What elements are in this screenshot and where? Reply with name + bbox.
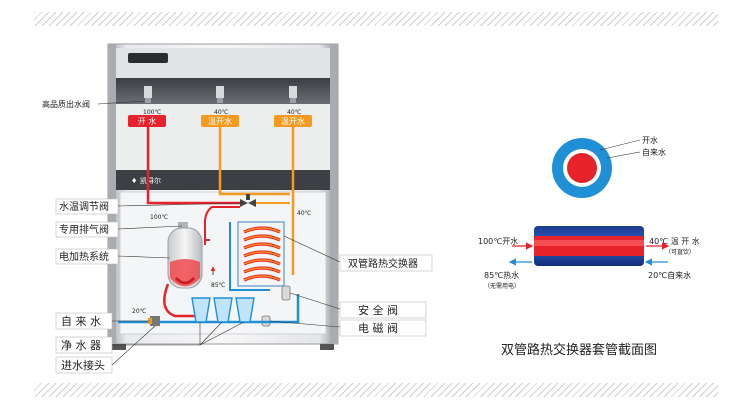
tap-1 bbox=[144, 86, 152, 103]
heat-exchanger-coil bbox=[237, 221, 285, 287]
label-heat-exchanger: 双管路热交换器 bbox=[348, 257, 418, 270]
exch-hot-water: 85℃热水 bbox=[484, 270, 519, 280]
heater-return-pipe bbox=[163, 283, 200, 318]
label-inlet-joint: 进水接头 bbox=[61, 359, 105, 372]
hot-pipe bbox=[146, 127, 240, 205]
tap-1-badge bbox=[128, 115, 166, 127]
temp-100-inside: 100℃ bbox=[150, 214, 168, 221]
label-safety-valve: 安 全 阀 bbox=[358, 303, 398, 317]
warm-pipe-1 bbox=[218, 127, 290, 196]
tap-2-temp: 40℃ bbox=[214, 109, 229, 116]
label-tap-water: 自 来 水 bbox=[61, 315, 101, 328]
temp-85-inside: 85℃ bbox=[211, 282, 226, 289]
tap-3-label: 温开水 bbox=[281, 116, 305, 126]
exch-in-boiled: 100℃开水 bbox=[478, 236, 518, 246]
tap-2 bbox=[216, 86, 224, 103]
label-temp-valve: 水温调节阀 bbox=[59, 200, 109, 213]
label-outlet-valve: 高品质出水阀 bbox=[42, 99, 90, 109]
exch-hot-water-note: （无需用电） bbox=[484, 282, 520, 290]
tap-3 bbox=[289, 86, 297, 103]
temp-40-inside: 40℃ bbox=[297, 210, 312, 217]
left-callouts: 高品质出水阀 水温调节阀 专用排气阀 电加热系统 自 来 水 净 水 器 进水接… bbox=[42, 99, 245, 374]
exch-tap-in: 20℃自来水 bbox=[648, 270, 691, 280]
bottom-decor-stripe bbox=[34, 383, 718, 397]
hot-pipe-branch bbox=[204, 206, 240, 223]
temp-20-inside: 20℃ bbox=[132, 308, 147, 315]
heating-tank bbox=[167, 222, 203, 289]
label-purifier: 净 水 器 bbox=[61, 338, 101, 352]
drip-tray bbox=[116, 170, 330, 190]
tap-1-label: 开 水 bbox=[138, 116, 157, 126]
tap-3-temp: 40℃ bbox=[287, 109, 302, 116]
cold-pipe-to-exchanger bbox=[229, 222, 270, 291]
control-panel bbox=[128, 53, 168, 63]
cross-label-boiled: 开水 bbox=[642, 135, 658, 145]
top-decor-stripe bbox=[34, 12, 718, 26]
label-electric-heating: 电加热系统 bbox=[59, 250, 109, 263]
exch-out-warm-note: （可直饮） bbox=[665, 248, 695, 256]
tap-2-badge bbox=[201, 115, 239, 127]
safety-valve bbox=[281, 285, 291, 301]
drop-icon: ♦ bbox=[131, 177, 137, 185]
label-exhaust-valve: 专用排气阀 bbox=[59, 223, 109, 236]
exch-out-warm: 40℃ 温 开 水 bbox=[649, 236, 700, 246]
tap-1-temp: 100℃ bbox=[143, 109, 161, 116]
tap-3-badge bbox=[274, 115, 312, 127]
diagram-caption: 双管路热交换器套管截面图 bbox=[501, 342, 657, 358]
water-inlet-pipe bbox=[118, 294, 300, 324]
tap-2-label: 温开水 bbox=[208, 116, 232, 126]
exchanger-longitudinal: 100℃开水 40℃ 温 开 水 （可直饮） 85℃热水 （无需用电） 20℃自… bbox=[478, 226, 700, 290]
pipe-cross-section: 开水 自来水 bbox=[552, 135, 666, 198]
purifier-filters bbox=[191, 297, 255, 323]
cross-label-tap: 自来水 bbox=[642, 147, 666, 157]
brand-text: 凯浔尔 bbox=[140, 176, 161, 185]
right-callouts: 双管路热交换器 安 全 阀 电 磁 阀 bbox=[269, 235, 433, 337]
label-solenoid-valve: 电 磁 阀 bbox=[358, 321, 398, 335]
